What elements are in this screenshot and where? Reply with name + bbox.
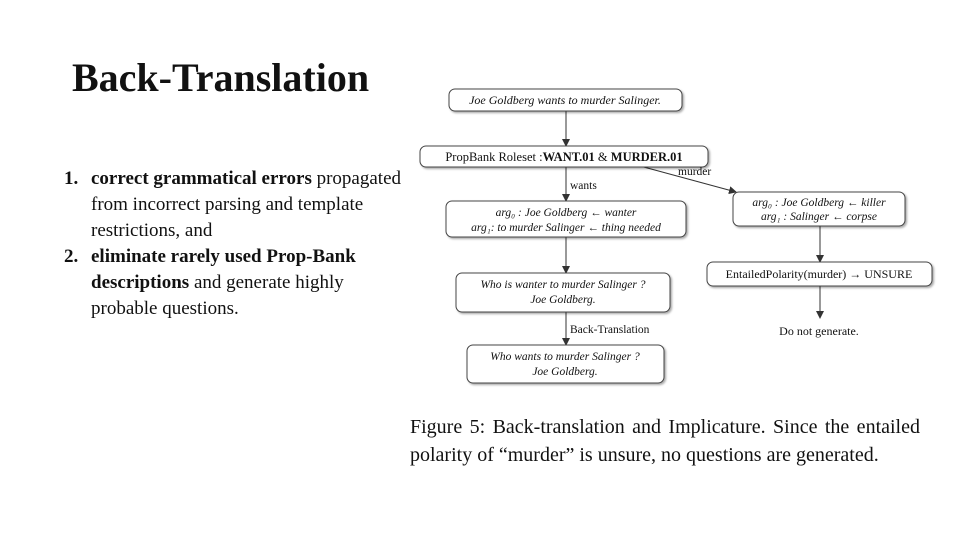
sentence-box: Joe Goldberg wants to murder Salinger. (448, 88, 683, 112)
question1-box: Who is wanter to murder Salinger ? Joe G… (455, 272, 671, 313)
want-args-line2: arg₁: to murder Salinger ← thing needed (471, 222, 661, 234)
question2-line2: Joe Goldberg. (532, 366, 597, 378)
roleset-text: PropBank Roleset :WANT.01 & MURDER.01 (445, 150, 682, 164)
want-args-line1: arg₀ : Joe Goldberg ← wanter (496, 207, 637, 219)
end-text: Do not generate. (779, 324, 859, 338)
question2-line1: Who wants to murder Salinger ? (490, 351, 640, 363)
polarity-box: EntailedPolarity(murder) → UNSURE (706, 261, 933, 287)
list-item: 2. eliminate rarely used Prop-Bank descr… (64, 244, 404, 322)
figure-caption: Figure 5: Back-translation and Implicatu… (410, 416, 920, 466)
list-item-text: and generate highly probable questions. (91, 272, 344, 319)
question1-line1: Who is wanter to murder Salinger ? (480, 279, 645, 291)
bullet-list: 1. correct grammatical errors propagated… (64, 166, 404, 322)
list-item: 1. correct grammatical errors propagated… (64, 166, 404, 244)
edge-label-wants: wants (570, 180, 597, 192)
question1-line2: Joe Goldberg. (530, 294, 595, 306)
want-args-box: arg₀ : Joe Goldberg ← wanter arg₁: to mu… (445, 200, 687, 238)
polarity-text: EntailedPolarity(murder) → UNSURE (726, 267, 913, 281)
list-item-bold: correct grammatical errors (91, 168, 312, 189)
list-number: 1. (64, 168, 79, 189)
edge-murder (639, 165, 737, 195)
list-item-bold: eliminate rarely used Prop-Bank descript… (91, 246, 356, 293)
edge-label-back-translation: Back-Translation (570, 324, 650, 336)
slide-title: Back-Translation (72, 55, 370, 100)
roleset-box: PropBank Roleset :WANT.01 & MURDER.01 (419, 145, 709, 168)
list-item-text: propagated from incorrect parsing and te… (91, 168, 401, 241)
murder-args-box: arg₀ : Joe Goldberg ← killer arg₁ : Sali… (732, 191, 906, 227)
edges (562, 111, 824, 346)
edge-label-murder: murder (678, 166, 711, 178)
murder-args-line1: arg₀ : Joe Goldberg ← killer (752, 197, 886, 209)
murder-args-line2: arg₁ : Salinger ← corpse (761, 211, 877, 223)
question2-box: Who wants to murder Salinger ? Joe Goldb… (466, 344, 665, 384)
sentence-text: Joe Goldberg wants to murder Salinger. (469, 93, 661, 107)
list-number: 2. (64, 246, 79, 267)
